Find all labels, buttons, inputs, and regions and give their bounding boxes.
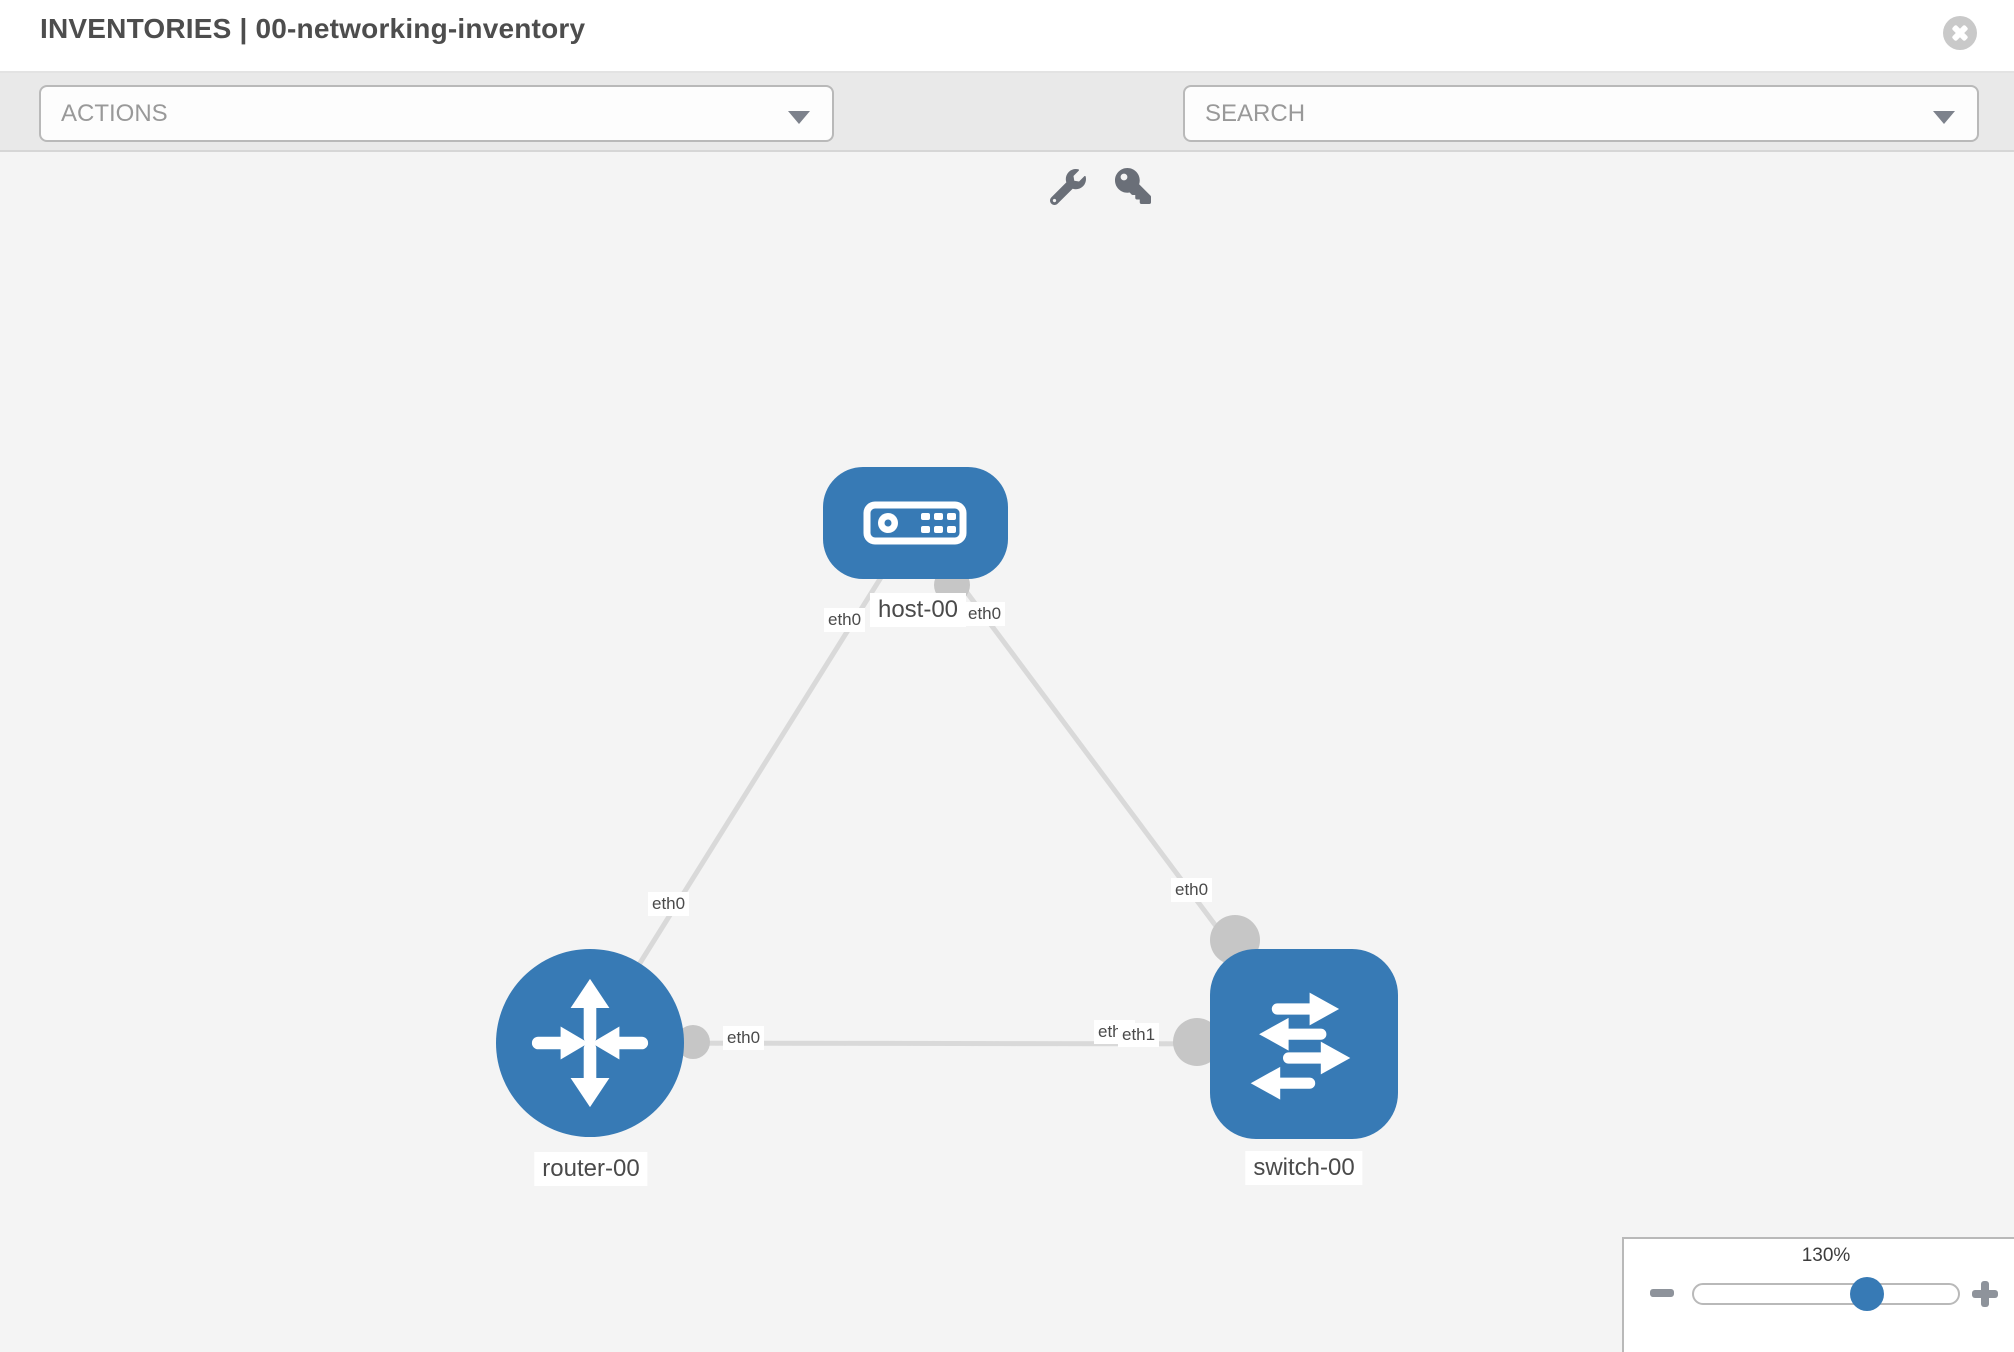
credentials-button[interactable]	[1115, 168, 1151, 204]
zoom-out-icon[interactable]	[1650, 1289, 1674, 1297]
node-label-host: host-00	[869, 593, 967, 627]
zoom-control-panel: 130%	[1622, 1237, 2014, 1352]
toolbar: ACTIONS SEARCH	[0, 73, 2014, 206]
node-label-router: router-00	[534, 1152, 648, 1186]
key-icon	[1115, 168, 1151, 204]
configure-button[interactable]	[1049, 169, 1086, 206]
connector-dot	[1173, 1018, 1221, 1066]
iface-label: eth0	[964, 602, 1006, 626]
node-router-00[interactable]	[496, 949, 684, 1137]
connector-dot	[676, 1025, 710, 1059]
host-icon	[863, 501, 967, 545]
node-host-00[interactable]	[823, 467, 1008, 579]
chevron-down-icon	[1933, 111, 1955, 124]
iface-label: eth0	[824, 608, 866, 632]
page-header: INVENTORIES | 00-networking-inventory	[0, 0, 2014, 73]
iface-label: eth0	[648, 892, 690, 916]
search-dropdown[interactable]: SEARCH	[1183, 85, 1979, 142]
switch-icon	[1250, 992, 1351, 1100]
page-title: INVENTORIES | 00-networking-inventory	[40, 13, 586, 44]
search-dropdown-label: SEARCH	[1205, 100, 1306, 127]
topology-links-layer	[587, 521, 1307, 1066]
wrench-icon	[1049, 169, 1086, 206]
topology-canvas[interactable]: host-00 router-00 switch-00 eth0 eth0 et…	[0, 152, 2014, 1352]
node-switch-00[interactable]	[1210, 949, 1398, 1139]
chevron-down-icon	[788, 111, 810, 124]
zoom-slider[interactable]	[1692, 1277, 1960, 1311]
close-icon[interactable]	[1943, 16, 1977, 50]
zoom-in-icon[interactable]	[1972, 1281, 1998, 1307]
actions-dropdown[interactable]: ACTIONS	[39, 85, 834, 142]
node-label-switch: switch-00	[1245, 1151, 1363, 1185]
router-icon	[531, 978, 649, 1108]
zoom-slider-thumb[interactable]	[1850, 1277, 1884, 1311]
iface-label: eth0	[1171, 878, 1213, 902]
iface-label: eth1	[1118, 1023, 1160, 1047]
iface-label: eth0	[723, 1026, 765, 1050]
actions-dropdown-label: ACTIONS	[61, 100, 168, 127]
zoom-level-value: 130%	[1801, 1245, 1851, 1266]
